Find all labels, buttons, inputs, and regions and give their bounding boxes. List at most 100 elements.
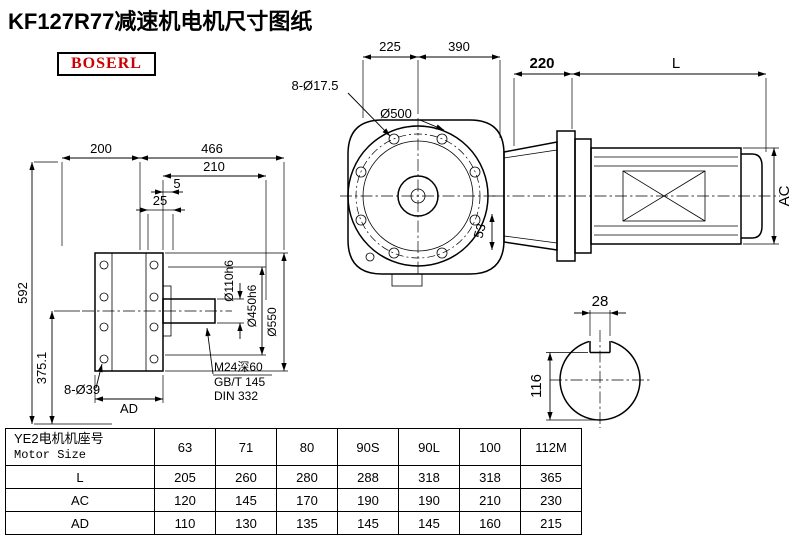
cell-AD-112M: 215 [520,511,582,535]
dim-front-flange-dia: Ø500 [380,106,445,131]
cell-L-63: 205 [154,465,216,489]
dim-AC: AC [743,147,793,245]
flange-bolt-holes-front [355,133,481,259]
dim-spigot-dia: Ø450h6 [165,266,266,356]
dim-53: 53 [471,214,495,250]
dim-375-label: 375.1 [34,352,49,385]
col-80: 80 [276,428,338,466]
col-71: 71 [215,428,277,466]
dim-390-label: 390 [448,39,470,54]
dim-25-label: 25 [153,193,167,208]
table-row-AD: AD 110 130 135 145 145 160 215 [5,511,582,535]
drain-plug [365,252,375,262]
dim-592-label: 592 [15,282,30,304]
keyway-cutout [589,335,611,353]
dim-210: 210 [162,159,267,300]
page-title: KF127R77减速机电机尺寸图纸 [8,9,313,34]
cell-L-100: 318 [459,465,521,489]
row-label-AC: AC [5,488,155,512]
dim-8d39: 8-Ø39 [64,363,103,397]
brand-logo-box: BOSERL [57,52,156,76]
dim-flange-od: Ø550 [165,252,288,372]
dim-AC-label: AC [776,185,793,206]
cell-AC-100: 210 [459,488,521,512]
cell-AC-90S: 190 [337,488,399,512]
shaft-section-view [550,330,650,428]
cell-AC-112M: 230 [520,488,582,512]
table-corner-cell: YE2电机机座号 Motor Size [5,428,155,466]
dim-front-bolt-holes: 8-Ø17.5 [292,78,391,137]
dim-390: 390 [418,39,501,138]
cell-L-71: 260 [215,465,277,489]
motor-fins [594,156,738,236]
cell-AD-90L: 145 [398,511,460,535]
dim-116: 116 [528,352,598,421]
cell-AD-71: 130 [215,511,277,535]
dim-200-label: 200 [90,141,112,156]
col-63: 63 [154,428,216,466]
dim-53-label: 53 [471,222,489,240]
col-90S: 90S [337,428,399,466]
flange-mounting-holes [99,260,159,364]
row-label-L: L [5,465,155,489]
dim-flange-od-label: Ø550 [265,307,279,337]
table-header-en: Motor Size [14,447,87,462]
motor-view [492,130,780,262]
dim-AD: AD [94,375,164,416]
dim-AD-label: AD [120,401,138,416]
cell-L-112M: 365 [520,465,582,489]
housing-foot [391,273,423,287]
tap-hole-note: M24深60 GB/T 145 DIN 332 [205,327,272,403]
cell-L-90L: 318 [398,465,460,489]
dim-375: 375.1 [34,310,80,424]
cell-L-80: 280 [276,465,338,489]
cell-L-90S: 288 [337,465,399,489]
flange-plate [94,252,164,372]
table-header-cn: YE2电机机座号 [14,430,104,446]
brand-logo-text: BOSERL [71,55,142,72]
cell-AC-71: 145 [215,488,277,512]
table-row-AC: AC 120 145 170 190 190 210 230 [5,488,582,512]
dim-front-bolt-holes-label: 8-Ø17.5 [292,78,339,93]
col-100: 100 [459,428,521,466]
col-90L: 90L [398,428,460,466]
dim-28: 28 [574,293,626,336]
dim-592: 592 [15,161,112,425]
tap-note-line2: GB/T 145 [214,375,265,389]
dim-466: 466 [140,141,285,250]
cell-AC-63: 120 [154,488,216,512]
motor-size-table: YE2电机机座号 Motor Size 63 71 80 90S 90L 100… [5,428,582,535]
cell-AC-90L: 190 [398,488,460,512]
tap-note-line1: M24深60 [214,360,263,374]
dim-220-label: 220 [529,55,554,72]
dim-210-label: 210 [203,159,225,174]
dim-spigot-dia-label: Ø450h6 [245,284,259,327]
cell-AC-80: 170 [276,488,338,512]
dim-shaft-dia: Ø110h6 [217,260,244,339]
side-view [82,252,232,372]
cell-AD-100: 160 [459,511,521,535]
dim-466-label: 466 [201,141,223,156]
cell-AD-90S: 145 [337,511,399,535]
dim-25: 25 [136,193,185,250]
dim-L: L [572,55,767,152]
dim-220: 220 [513,55,573,146]
dim-28-label: 28 [592,293,609,310]
dim-8d39-label: 8-Ø39 [64,382,100,397]
dim-200: 200 [61,141,141,250]
dim-5: 5 [151,176,183,195]
dim-116-label: 116 [528,374,545,398]
front-view [340,118,505,287]
dim-front-flange-dia-label: Ø500 [380,106,412,121]
dim-5-label: 5 [173,176,180,191]
row-label-AD: AD [5,511,155,535]
dim-225-label: 225 [379,39,401,54]
col-112M: 112M [520,428,582,466]
dim-shaft-dia-label: Ø110h6 [222,260,236,302]
dim-L-label: L [672,55,680,72]
table-row-L: L 205 260 280 288 318 318 365 [5,465,582,489]
table-header-row: YE2电机机座号 Motor Size 63 71 80 90S 90L 100… [5,428,582,466]
cell-AD-80: 135 [276,511,338,535]
